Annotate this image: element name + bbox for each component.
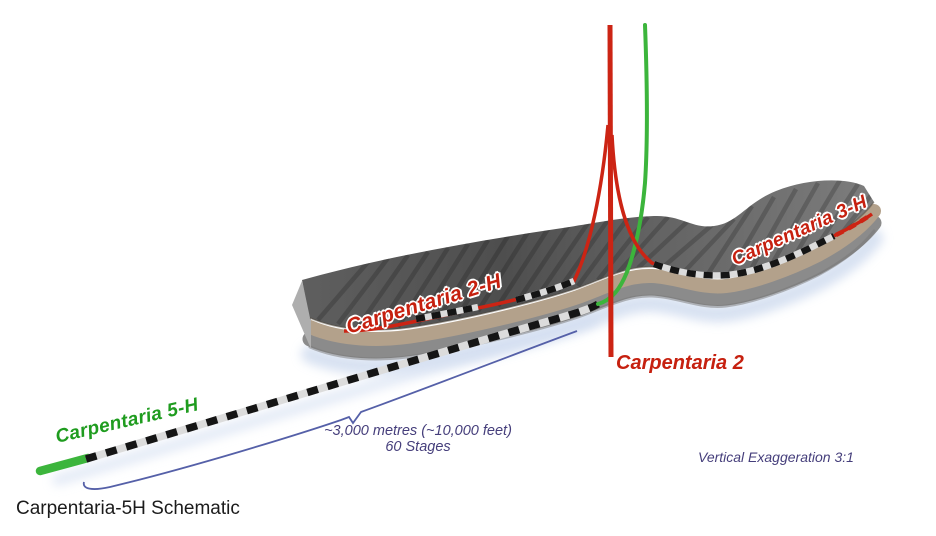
- well-2h-stage-dashes: [415, 278, 576, 323]
- rock-top-surface: [302, 180, 874, 330]
- well-5h-vertical-green: [596, 23, 649, 306]
- well-5h-stage-dashes: [84, 300, 600, 463]
- rock-striations: [316, 180, 874, 330]
- rock-formation: [292, 180, 882, 361]
- annotation-stages-line: 60 Stages: [385, 439, 451, 455]
- well-5h-toe-green-tip: [35, 453, 93, 476]
- length-brace: [82, 330, 578, 490]
- well-carpentaria-5h-lateral: [35, 300, 600, 476]
- annotation-vertical-exaggeration: Vertical Exaggeration 3:1: [698, 449, 854, 465]
- well-3h-stage-dashes: [652, 212, 874, 279]
- label-carpentaria-2: Carpentaria 2: [616, 352, 744, 374]
- well-3h-red-tail-dashes: [834, 212, 874, 238]
- annotation-length-line: ~3,000 metres (~10,000 feet): [324, 423, 512, 439]
- annotation-lateral-length: ~3,000 metres (~10,000 feet) 60 Stages: [312, 423, 524, 455]
- well-2h-red-path: [343, 124, 610, 333]
- schematic-caption: Carpentaria-5H Schematic: [16, 498, 240, 519]
